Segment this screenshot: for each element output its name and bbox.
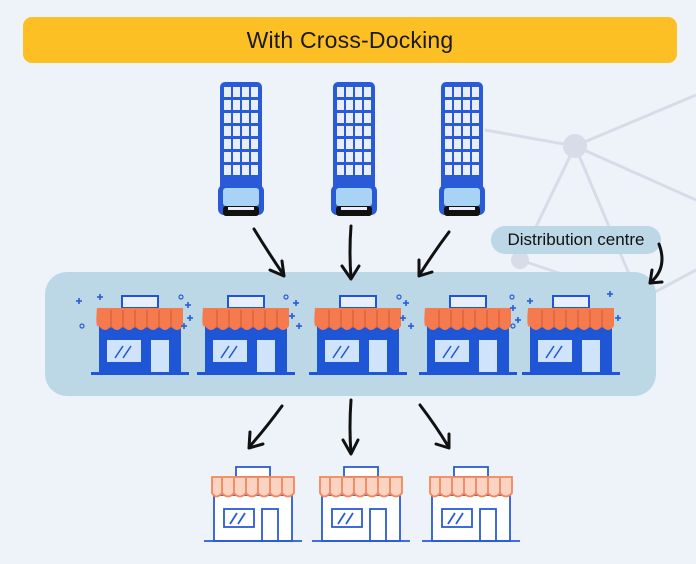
arrow-truck3-to-dc	[417, 230, 451, 278]
arrow-label-to-dc	[648, 242, 664, 285]
dc-store-icon-2	[196, 295, 296, 376]
dc-store-icon-4	[418, 295, 518, 376]
dc-store-icon-3	[308, 295, 408, 376]
truck-icon-2	[331, 82, 377, 216]
outlet-store-icon-1	[203, 466, 303, 542]
arrow-dc-to-outlet-1	[247, 404, 284, 450]
arrow-dc-to-outlet-3	[418, 403, 451, 450]
truck-icon-1	[218, 82, 264, 216]
arrow-truck2-to-dc	[340, 224, 361, 281]
page-title: With Cross-Docking	[23, 17, 677, 63]
arrow-dc-to-outlet-2	[341, 398, 360, 456]
distribution-centre-label: Distribution centre	[491, 226, 661, 254]
dc-store-icon-1	[90, 295, 190, 376]
sparkle-decorations	[76, 291, 621, 329]
truck-icon-3	[439, 82, 485, 216]
arrow-truck1-to-dc	[252, 227, 286, 278]
outlet-store-icon-3	[421, 466, 521, 542]
outlet-store-icon-2	[311, 466, 411, 542]
dc-store-icon-5	[521, 295, 621, 376]
